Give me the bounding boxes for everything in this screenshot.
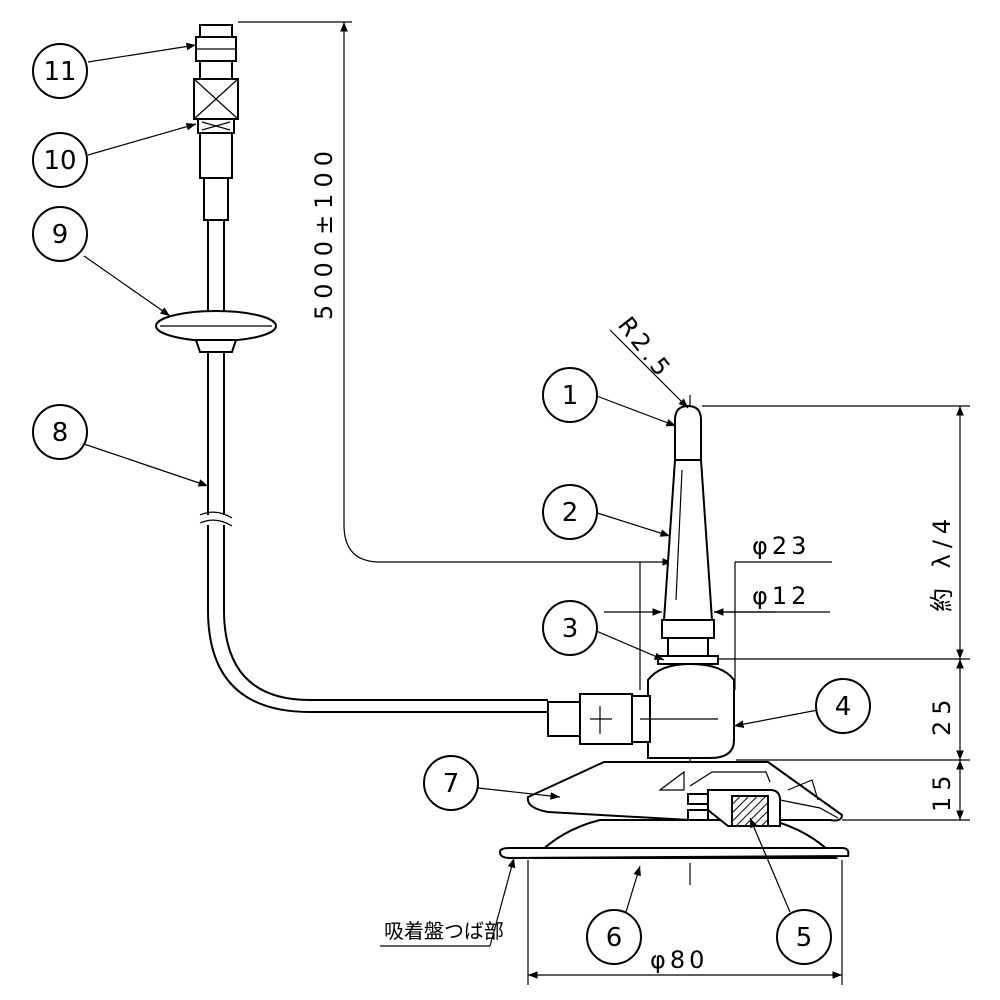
callout-9-label: 9 bbox=[52, 220, 69, 250]
callout-5-label: 5 bbox=[796, 923, 813, 953]
callout-7: 7 bbox=[423, 755, 479, 811]
magnet-core bbox=[731, 795, 769, 827]
callout-6: 6 bbox=[586, 909, 642, 965]
callout-4: 4 bbox=[815, 678, 871, 734]
diameter-12-label: φ12 bbox=[752, 582, 810, 610]
callout-10-label: 10 bbox=[43, 146, 76, 176]
radius-dimension: R2.5 bbox=[609, 311, 689, 409]
antenna-tip bbox=[674, 404, 702, 461]
callout-3: 3 bbox=[542, 600, 598, 656]
height-dimensions: 約 λ/4 25 15 bbox=[702, 405, 970, 821]
callout-8-label: 8 bbox=[52, 418, 69, 448]
antenna-whip bbox=[662, 459, 714, 621]
radius-label: R2.5 bbox=[612, 311, 678, 384]
callout-10: 10 bbox=[32, 132, 88, 188]
cable-length-dimension: 5000±100 bbox=[238, 21, 672, 566]
cable-length-label: 5000±100 bbox=[310, 145, 338, 320]
antenna-housing bbox=[647, 662, 735, 759]
flange-note: 吸着盤つば部 bbox=[380, 857, 516, 947]
connector-tip bbox=[199, 24, 233, 38]
diameter-23-label: φ23 bbox=[752, 532, 810, 560]
callout-9: 9 bbox=[32, 206, 88, 262]
height-mid-label: 25 bbox=[928, 693, 956, 736]
callout-5: 5 bbox=[776, 909, 832, 965]
diameter-80-label: φ80 bbox=[650, 946, 708, 974]
callout-leaders bbox=[83, 42, 819, 913]
diameter-dimensions: φ23 φ12 φ80 bbox=[527, 532, 843, 985]
callout-2-label: 2 bbox=[562, 498, 579, 528]
callout-4-label: 4 bbox=[835, 692, 852, 722]
callout-3-label: 3 bbox=[562, 614, 579, 644]
suction-base bbox=[498, 761, 850, 860]
callout-11: 11 bbox=[32, 43, 88, 99]
callout-1: 1 bbox=[542, 367, 598, 423]
base-cover bbox=[526, 761, 844, 822]
antenna-body bbox=[547, 395, 735, 885]
callout-6-label: 6 bbox=[606, 923, 623, 953]
cable-assembly bbox=[155, 24, 548, 713]
height-base-label: 15 bbox=[928, 769, 956, 812]
callout-2: 2 bbox=[542, 484, 598, 540]
callout-7-label: 7 bbox=[443, 769, 460, 799]
antenna-collar bbox=[667, 637, 709, 657]
height-main-label: 約 λ/4 bbox=[928, 513, 956, 612]
flange-note-label: 吸着盤つば部 bbox=[384, 919, 504, 943]
callout-11-label: 11 bbox=[43, 57, 76, 87]
callout-8: 8 bbox=[32, 404, 88, 460]
callout-1-label: 1 bbox=[562, 381, 579, 411]
